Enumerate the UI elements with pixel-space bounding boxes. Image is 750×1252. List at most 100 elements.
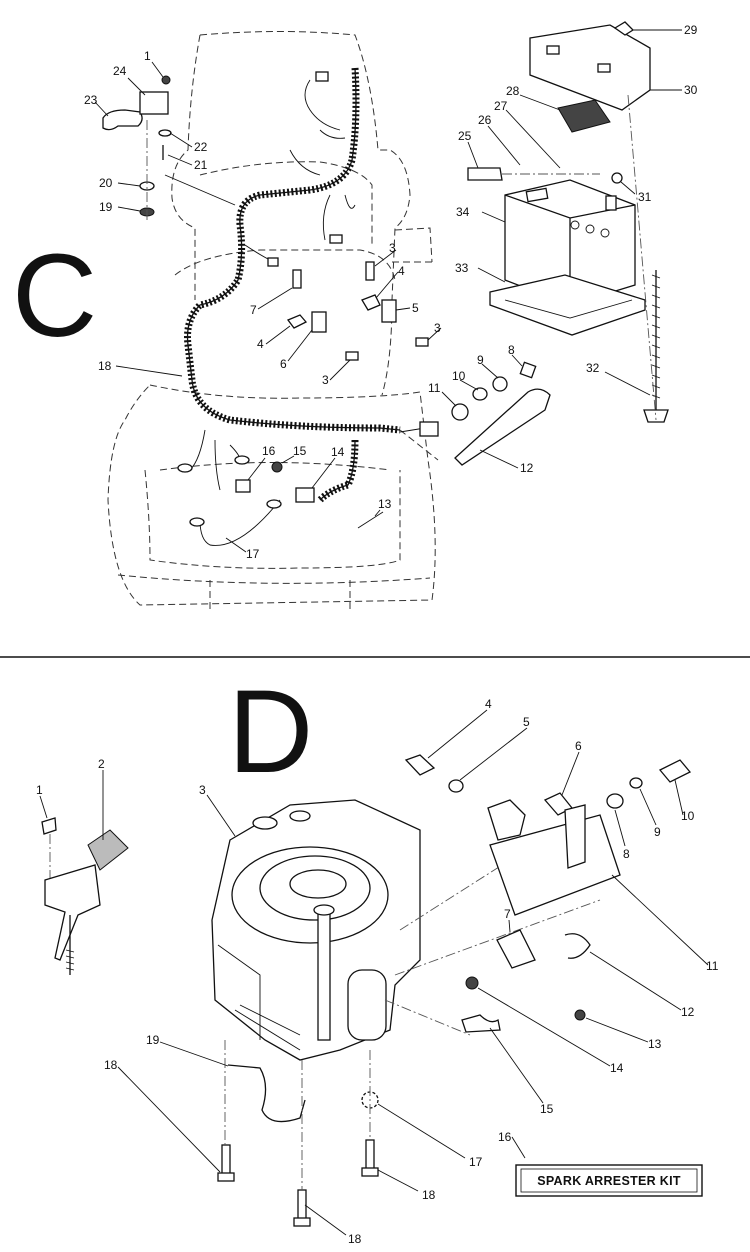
relay-6 <box>311 311 327 333</box>
callout-d-9: 9 <box>654 825 661 839</box>
callout-d-5: 5 <box>523 715 530 729</box>
callout-d-16: 16 <box>498 1130 512 1144</box>
rod-head-32 <box>643 409 669 423</box>
bolt-d10 <box>658 759 692 783</box>
callout-c-3a: 3 <box>389 241 396 255</box>
callout-c-33: 33 <box>455 261 469 275</box>
switch-24 <box>139 91 169 115</box>
washer-d5 <box>448 779 464 793</box>
callout-c-6: 6 <box>280 357 287 371</box>
bolt-d18a <box>365 1139 375 1171</box>
callout-c-12: 12 <box>520 461 534 475</box>
tray-33 <box>489 274 646 336</box>
callout-d-12: 12 <box>681 1005 695 1019</box>
callout-d-3: 3 <box>199 783 206 797</box>
callout-c-5: 5 <box>412 301 419 315</box>
muffler-pipe <box>487 799 526 841</box>
callout-c-14: 14 <box>331 445 345 459</box>
callout-d-10: 10 <box>681 809 695 823</box>
callout-c-34: 34 <box>456 205 470 219</box>
nut-15 <box>271 461 283 473</box>
callout-c-27: 27 <box>494 99 508 113</box>
kit-label: SPARK ARRESTER KIT <box>537 1174 681 1188</box>
bolt-d7 <box>496 929 536 969</box>
callout-c-29: 29 <box>684 23 698 37</box>
connector-b <box>329 234 343 244</box>
battery-terminal-b <box>605 195 617 211</box>
muffler-d11 <box>489 814 621 916</box>
bolt-d18c-head <box>293 1217 311 1227</box>
callout-c-28: 28 <box>506 84 520 98</box>
section-c-letter: C <box>12 230 97 362</box>
callout-d-13: 13 <box>648 1037 662 1051</box>
callout-c-18: 18 <box>98 359 112 373</box>
callout-c-22: 22 <box>194 140 208 154</box>
clip-d15 <box>461 1014 501 1033</box>
callout-c-10: 10 <box>452 369 466 383</box>
callout-c-3c: 3 <box>322 373 329 387</box>
callout-c-26: 26 <box>478 113 492 127</box>
callout-d-14: 14 <box>610 1061 624 1075</box>
battery-assembly <box>467 21 669 423</box>
callout-d-19: 19 <box>146 1033 160 1047</box>
spark-arrester-kit-box: SPARK ARRESTER KIT <box>515 1164 703 1197</box>
socket-assembly <box>235 361 551 529</box>
solenoid-area <box>286 261 429 361</box>
connector-a <box>315 71 329 82</box>
callout-d-4: 4 <box>485 697 492 711</box>
wire-harness <box>164 67 439 546</box>
key-switch-assembly <box>102 75 172 220</box>
bracket-4a <box>286 314 308 329</box>
connector-c <box>267 257 279 267</box>
callouts-c: 1 3 3 3 4 4 5 6 7 8 9 10 11 12 13 14 15 … <box>84 23 698 561</box>
battery-terminal-a <box>525 187 549 203</box>
callout-d-11: 11 <box>706 959 719 973</box>
bracket-4b <box>361 294 381 311</box>
relay-5 <box>381 299 397 323</box>
tie-13 <box>357 511 384 529</box>
dipstick-cap <box>313 904 335 916</box>
ring-terminal-c <box>189 517 205 527</box>
screw-d13 <box>574 1009 586 1021</box>
pad-28 <box>557 99 611 133</box>
callout-c-8: 8 <box>508 343 515 357</box>
callout-c-20: 20 <box>99 176 113 190</box>
callout-d-7: 7 <box>504 907 511 921</box>
engine-d3 <box>211 799 601 1061</box>
callout-c-24: 24 <box>113 64 127 78</box>
callout-c-4b: 4 <box>257 337 264 351</box>
section-d-letter: D <box>228 666 313 798</box>
ring-terminal-a <box>177 463 193 473</box>
screw-1 <box>161 75 171 85</box>
bolt-25 <box>467 167 503 181</box>
callout-d-17: 17 <box>469 1155 483 1169</box>
callout-c-7: 7 <box>250 303 257 317</box>
callout-c-13: 13 <box>378 497 392 511</box>
callout-d-18b: 18 <box>104 1058 118 1072</box>
bolt-d18b <box>221 1144 231 1176</box>
bolt-d4 <box>404 754 436 776</box>
callout-c-11: 11 <box>428 381 441 395</box>
callout-c-32: 32 <box>586 361 600 375</box>
callout-c-16: 16 <box>262 444 276 458</box>
throttle-control <box>41 817 129 975</box>
engine-fasteners <box>217 1040 379 1227</box>
muffler-bracket <box>564 804 586 869</box>
ring-terminal-b <box>234 455 250 465</box>
nut-22 <box>158 129 172 137</box>
nut-d14 <box>465 976 479 990</box>
cable-12 <box>454 388 551 466</box>
engine-hub <box>289 869 347 899</box>
bolt-d18a-head <box>361 1167 379 1177</box>
lever-d2 <box>87 829 129 871</box>
cap-8 <box>519 361 537 379</box>
callout-c-15: 15 <box>293 444 307 458</box>
leaders-d <box>39 709 709 1236</box>
callout-c-21: 21 <box>194 158 208 172</box>
callout-c-31: 31 <box>638 190 652 204</box>
bolt-3a <box>365 261 375 281</box>
line-d19 <box>227 1064 306 1123</box>
bolt-3c <box>345 351 359 361</box>
callout-c-25: 25 <box>458 129 472 143</box>
